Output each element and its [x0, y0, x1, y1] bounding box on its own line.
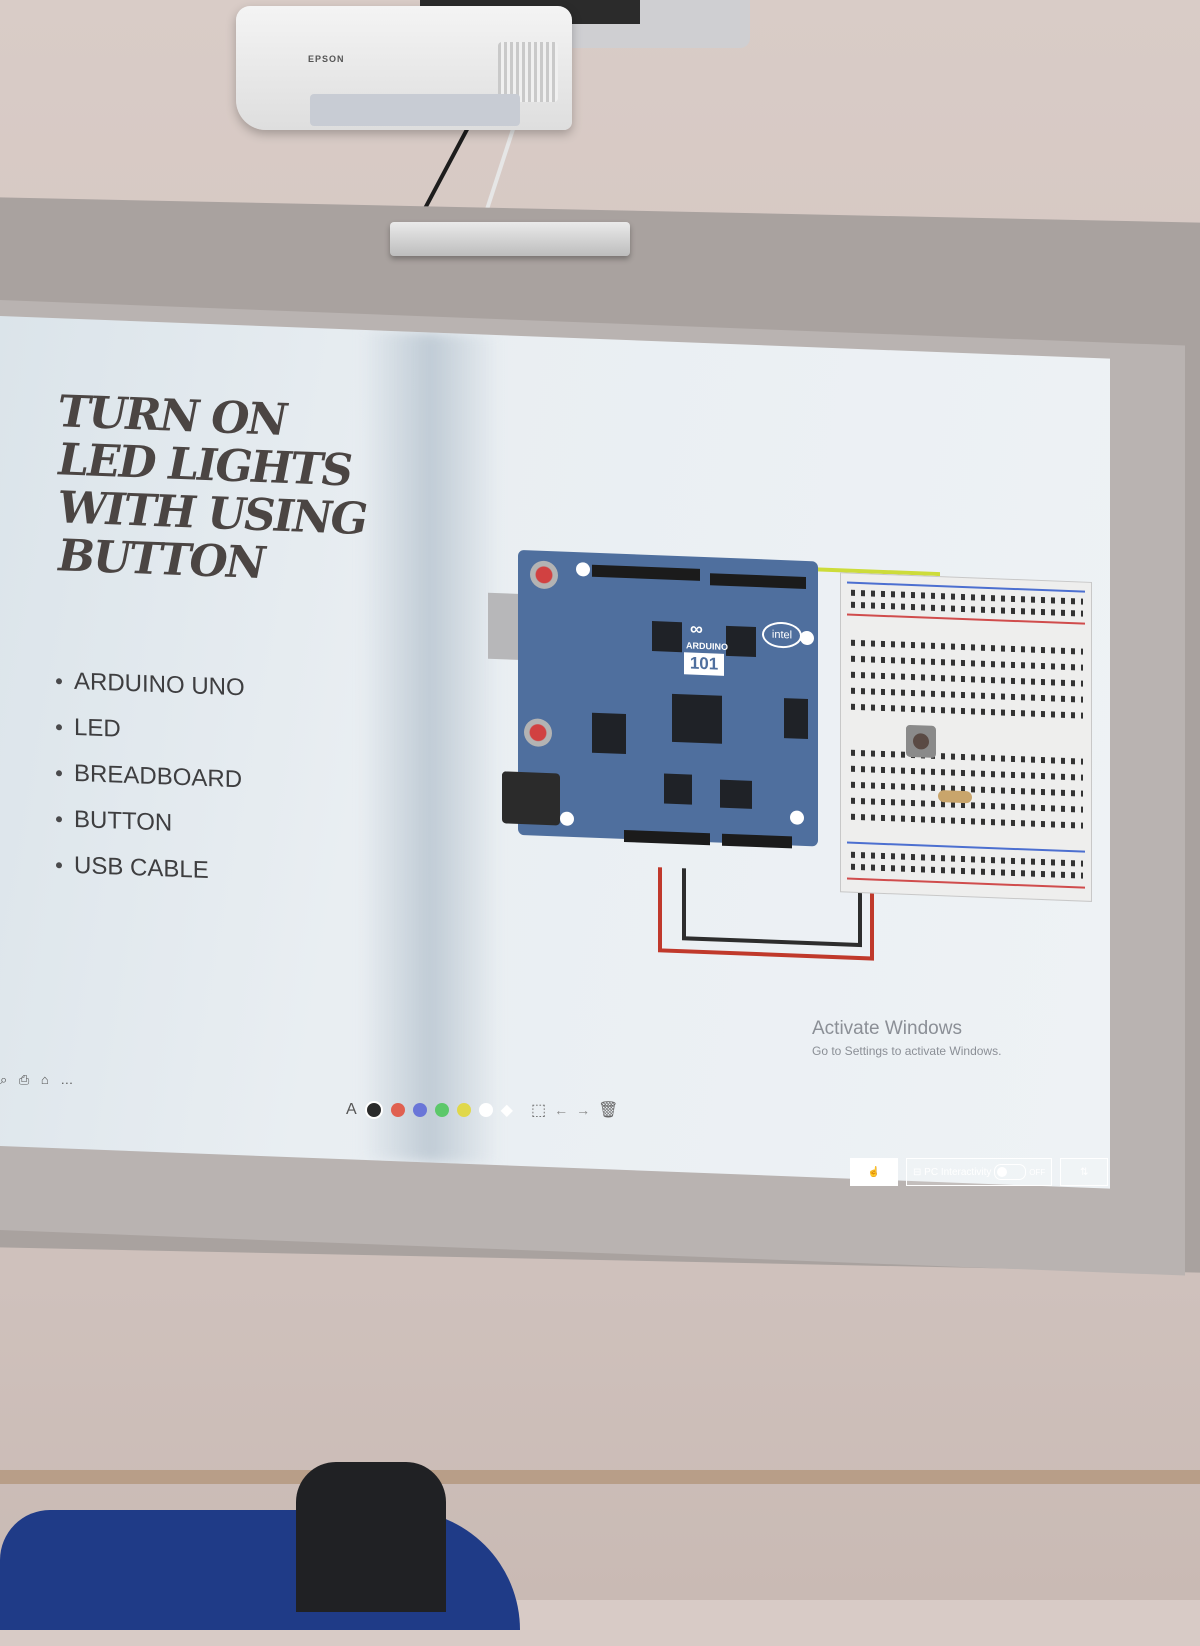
- projector-vent: [498, 42, 558, 102]
- watermark-title: Activate Windows: [812, 1018, 962, 1039]
- pen-color-yellow[interactable]: [456, 1103, 471, 1117]
- rail-line: [847, 841, 1085, 853]
- arduino-logo-text: ARDUINO: [686, 640, 728, 652]
- reset-button-icon: [530, 560, 558, 590]
- hole-row: [851, 671, 1083, 687]
- rail-line: [847, 877, 1085, 889]
- text-size-icon[interactable]: A: [346, 1101, 357, 1118]
- processor-chip: [672, 693, 722, 744]
- push-button: [906, 724, 936, 758]
- pen-color-blue[interactable]: [412, 1103, 427, 1117]
- breadboard: [840, 572, 1092, 902]
- hole-row: [851, 765, 1083, 781]
- reset-button-icon: [524, 718, 552, 748]
- ground-wire: [682, 868, 862, 948]
- monitor-icon: ⊟: [913, 1166, 925, 1178]
- hole-row: [851, 813, 1083, 829]
- board-model: 101: [684, 652, 724, 676]
- pen-color-red[interactable]: [390, 1103, 405, 1117]
- projector-brand: EPSON: [308, 54, 345, 64]
- chair-back: [296, 1462, 446, 1612]
- board-controls: ☝ ⊟ PC Interactivity OFF ⇅: [850, 1158, 1109, 1186]
- pen-color-green[interactable]: [434, 1103, 449, 1117]
- watermark-subtitle: Go to Settings to activate Windows.: [812, 1044, 1002, 1058]
- touch-mode-icon[interactable]: ☝: [850, 1158, 898, 1186]
- resistor: [938, 790, 972, 804]
- mount-hole: [576, 562, 590, 577]
- interactivity-label: PC Interactivity: [924, 1166, 992, 1178]
- mount-hole: [790, 810, 804, 825]
- activate-windows-watermark: Activate Windows Go to Settings to activ…: [812, 1018, 1001, 1058]
- whiteboard-rail: [0, 1470, 1200, 1484]
- projector: EPSON: [236, 6, 572, 130]
- pen-color-white[interactable]: [478, 1103, 493, 1117]
- chip: [592, 712, 626, 755]
- pen-color-black[interactable]: [364, 1101, 383, 1119]
- chip: [664, 773, 692, 805]
- interactivity-toggle[interactable]: [994, 1164, 1027, 1180]
- hole-row: [851, 655, 1083, 671]
- chip: [726, 625, 756, 658]
- hole-row: [851, 749, 1083, 765]
- projector-lens: [310, 94, 520, 126]
- redo-icon[interactable]: →: [576, 1102, 591, 1118]
- pc-interactivity-control[interactable]: ⊟ PC Interactivity OFF: [906, 1158, 1053, 1186]
- toolbar-icons[interactable]: ⌕ ⎙ ⌂ …: [0, 1072, 78, 1087]
- icsp-header: [784, 698, 808, 740]
- hole-row: [851, 639, 1083, 655]
- swap-icon[interactable]: ⇅: [1060, 1158, 1109, 1186]
- power-wire: [658, 867, 874, 961]
- mount-hole: [560, 811, 574, 827]
- power-jack: [502, 771, 560, 826]
- board-sensor-bar: [390, 222, 630, 256]
- toggle-state: OFF: [1029, 1167, 1046, 1177]
- mount-hole: [800, 630, 814, 646]
- arduino-logo-icon: ∞: [690, 618, 703, 640]
- hole-row: [851, 703, 1083, 719]
- ink-toolbar: A ◆ ⬚ ← → 🗑: [346, 1100, 618, 1120]
- hole-row: [851, 863, 1083, 879]
- trash-icon[interactable]: 🗑: [598, 1102, 619, 1119]
- chip: [720, 779, 752, 809]
- hole-row: [851, 687, 1083, 703]
- undo-icon[interactable]: ←: [554, 1102, 569, 1118]
- chip: [652, 621, 682, 653]
- select-icon[interactable]: ⬚: [530, 1102, 547, 1119]
- eraser-icon[interactable]: ◆: [500, 1102, 513, 1119]
